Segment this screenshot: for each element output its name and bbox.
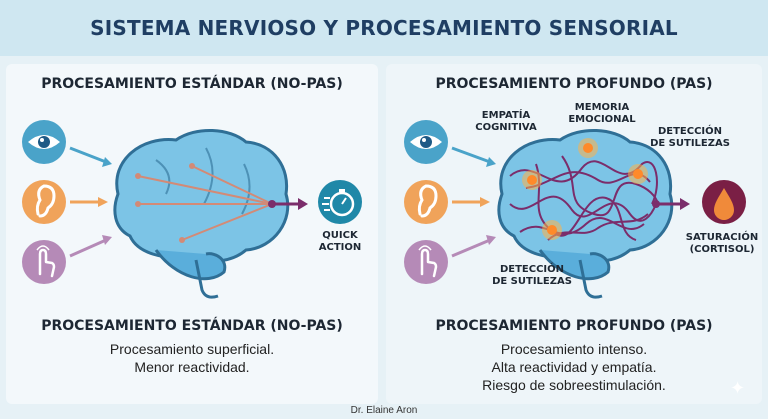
panel-standard-footer: PROCESAMIENTO ESTÁNDAR (NO-PAS) Procesam… [6,318,378,376]
standard-processing-diagram [22,120,362,299]
stopwatch-icon [318,180,362,224]
saturacion-label: SATURACIÓN (CORTISOL) [685,232,759,255]
touch-hand-icon [22,240,66,284]
ear-icon [404,180,448,224]
deep-description-line: Alta reactividad y empatía. [491,359,657,375]
eye-icon [404,120,448,164]
standard-description-line: Procesamiento superficial. [109,341,275,357]
brain [113,128,290,299]
standard-description-line: Menor reactividad. [134,359,250,375]
deep-processing-diagram [404,120,746,299]
quick-action-label: QUICK ACTION [318,230,362,253]
deep-description-line: Riesgo de sobreestimulación. [482,377,666,393]
sparkle-icon: ✦ [730,378,746,399]
drop-icon [702,180,746,224]
panel-deep-heading: PROCESAMIENTO PROFUNDO (PAS) [435,76,713,92]
direct-pathways [135,163,308,243]
ear-icon [22,180,66,224]
panel-deep: PROCESAMIENTO PROFUNDO (PAS) [386,64,762,404]
memoria-emocional-label: MEMORIA EMOCIONAL [568,102,636,125]
input-arrows [69,146,112,258]
credit: Dr. Elaine Aron [350,405,418,416]
panel-standard-heading: PROCESAMIENTO ESTÁNDAR (NO-PAS) [41,76,343,92]
page-title: SISTEMA NERVIOSO Y PROCESAMIENTO SENSORI… [90,16,678,40]
panel-standard-footer-title: PROCESAMIENTO ESTÁNDAR (NO-PAS) [41,318,343,334]
eye-icon [22,120,66,164]
activation-glows [522,138,648,240]
touch-hand-icon [404,240,448,284]
deep-description-line: Procesamiento intenso. [500,341,648,357]
panel-deep-footer-title: PROCESAMIENTO PROFUNDO (PAS) [435,318,713,334]
title-bar: SISTEMA NERVIOSO Y PROCESAMIENTO SENSORI… [0,0,768,56]
output-arrow [652,198,690,210]
deteccion-sutilezas-bottom-label: DETECCIÓN DE SUTILEZAS [492,264,572,287]
empatia-cognitiva-label: EMPATÍA COGNITIVA [475,110,537,133]
input-arrows [451,146,496,258]
panel-deep-footer: PROCESAMIENTO PROFUNDO (PAS) Procesamien… [386,318,762,394]
panel-standard: PROCESAMIENTO ESTÁNDAR (NO-PAS) [6,64,378,404]
deteccion-sutilezas-top-label: DETECCIÓN DE SUTILEZAS [650,126,730,149]
